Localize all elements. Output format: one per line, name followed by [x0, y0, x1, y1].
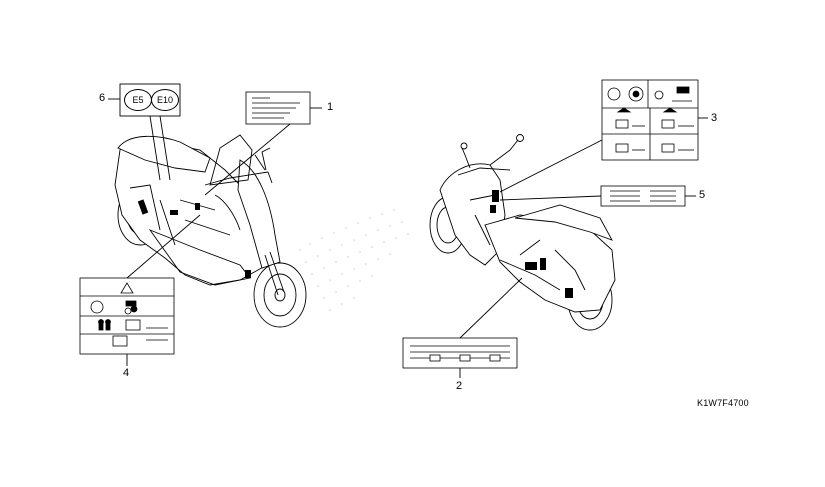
- scooter-left-shading: [137, 199, 251, 278]
- callout-5: 5: [699, 189, 706, 201]
- scooter-left: [114, 134, 307, 328]
- callout-1: 1: [327, 101, 334, 113]
- callout-4: 4: [123, 367, 130, 379]
- callout-6: 6: [99, 92, 106, 104]
- callout-2: 2: [456, 380, 463, 392]
- figure-reference-code: K1W7F4700: [697, 398, 749, 408]
- dotted-background: [299, 209, 409, 311]
- label-2: [402, 337, 518, 369]
- label-4: [79, 277, 175, 355]
- leader-lines: [108, 98, 708, 378]
- callout-3: 3: [711, 112, 718, 124]
- fuel-label-e5: E5: [124, 89, 152, 111]
- label-3: [601, 79, 699, 161]
- scooter-right-shading: [490, 190, 573, 298]
- label-5: [600, 185, 686, 207]
- fuel-label-e10: E10: [151, 89, 179, 111]
- scooter-right: [429, 134, 616, 331]
- label-1: [245, 91, 311, 125]
